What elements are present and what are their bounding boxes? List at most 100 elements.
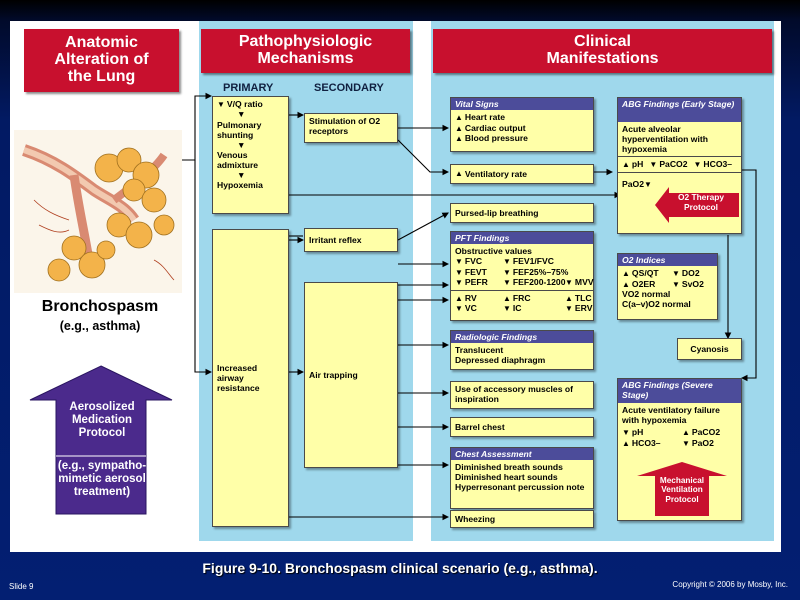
o2-svo2: SvO2 (681, 278, 704, 289)
pft-cell: ▼FEF200-1200 (503, 277, 566, 288)
pft-cell: ▼ERV (565, 303, 593, 314)
pft-cell: ▲FRC (503, 292, 531, 303)
cyanosis-text: Cyanosis (690, 343, 729, 354)
pft-cell: ▼FEVT (455, 266, 487, 277)
o2-indices-title: O2 Indices (618, 254, 717, 267)
hypox-text: Hypoxemia (217, 180, 263, 191)
vital-item: ▲Heart rate (455, 112, 506, 123)
abg-early-vals: ▲pH ▼PaCO2 ▼HCO3– (622, 159, 733, 170)
vq-item: ▼V/Q ratio (217, 99, 263, 109)
pft-cell: ▼VC (455, 303, 477, 314)
pft-fev1fvc: FEV1/FVC (512, 256, 554, 267)
pft-grid: ▼FVC ▼FEV1/FVC ▼FEVT ▼FEF25%–75% ▼PEFR ▼… (455, 256, 594, 288)
down-arrow-icon: ▼ (237, 170, 246, 181)
radio-box: Radiologic Findings Translucent Depresse… (450, 330, 594, 370)
cyanosis-box: Cyanosis (677, 338, 742, 360)
wheezing-text: Wheezing (455, 513, 496, 524)
stim-box: Stimulation of O2 receptors (304, 113, 398, 143)
shunt-text: Pulmonary shunting (217, 119, 262, 140)
aerosol-title: Aerosolized Medication Protocol (69, 401, 135, 440)
abg-sev-pao2: PaO2 (691, 437, 714, 448)
o2-cav: C(a–v)O2 normal (622, 299, 691, 310)
airtrap-text: Air trapping (309, 369, 358, 380)
abg-pao2: PaO2 (622, 178, 644, 189)
abg-severe-title: ABG Findings (Severe Stage) (618, 379, 741, 403)
pft-cell: ▼MVV (565, 277, 594, 288)
lung-illustration (14, 130, 182, 293)
pft-cell: ▼IC (503, 303, 522, 314)
condition-example: (e.g., asthma) (59, 319, 141, 333)
header-anatomic: Anatomic Alteration of the Lung (24, 29, 179, 92)
stim-text: Stimulation of O2 receptors (309, 116, 381, 137)
abg-hco3: HCO3– (703, 159, 733, 170)
pft-fevt: FEVT (464, 266, 487, 277)
o2-therapy-arrow (655, 187, 739, 223)
header-clinical: Clinical Manifestations (433, 29, 772, 73)
accessory-text: Use of accessory muscles of inspiration (455, 384, 573, 405)
mech-vent-text: Mechanical Ventilation Protocol (659, 476, 705, 504)
slide-label: Slide 9 (9, 582, 34, 591)
pft-rv: RV (464, 292, 477, 303)
o2-qsqt: QS/QT (631, 268, 659, 279)
vital-bp: Blood pressure (464, 133, 528, 144)
radio-title: Radiologic Findings (451, 331, 593, 344)
abg-sev-hco3: HCO3– (631, 437, 661, 448)
irritant-text: Irritant reflex (309, 234, 362, 245)
pft-fef2001200: FEF200-1200 (512, 277, 566, 288)
pft-divider (451, 289, 593, 291)
header-clinical-text: Clinical Manifestations (546, 33, 659, 67)
barrel-box: Barrel chest (450, 417, 594, 437)
abg-ph: pH (631, 159, 644, 170)
header-patho: Pathophysiologic Mechanisms (201, 29, 410, 73)
vq-text: V/Q ratio (226, 99, 263, 109)
barrel-text: Barrel chest (455, 421, 505, 432)
aerosol-example: (e.g., sympatho-mimetic aerosol treatmen… (57, 460, 147, 499)
o2-indices-box: O2 Indices ▲QS/QT ▼DO2 ▲O2ER ▼SvO2 VO2 n… (617, 253, 718, 320)
vital-title: Vital Signs (451, 98, 593, 111)
accessory-box: Use of accessory muscles of inspiration (450, 381, 594, 409)
pursed-box: Pursed-lip breathing (450, 203, 594, 223)
o2-vo2: VO2 normal (622, 289, 671, 300)
irritant-box: Irritant reflex (304, 228, 398, 252)
o2-o2er: O2ER (631, 278, 656, 289)
vital-heart: Heart rate (464, 112, 506, 123)
vital-item: ▲Blood pressure (455, 133, 528, 144)
radio-item-1: Translucent (455, 345, 504, 356)
pft-fef2575: FEF25%–75% (512, 266, 569, 277)
chest-item-3: Hyperresonant percussion note (455, 482, 585, 493)
pft-pefr: PEFR (464, 277, 488, 288)
o2-therapy-text: O2 Therapy Protocol (677, 192, 725, 212)
abg-divider (618, 156, 741, 158)
chest-box: Chest Assessment Diminished breath sound… (450, 447, 594, 509)
abg-sev-ph: pH (631, 427, 644, 438)
radio-item-2: Depressed diaphragm (455, 355, 546, 366)
o2-indices-grid: ▲QS/QT ▼DO2 ▲O2ER ▼SvO2 (622, 268, 704, 289)
airway-text: Increased airway resistance (217, 362, 260, 394)
abg-early-desc: Acute alveolar hyperventilation with hyp… (622, 124, 708, 155)
header-patho-text: Pathophysiologic Mechanisms (238, 33, 373, 67)
chest-title: Chest Assessment (451, 448, 593, 461)
copyright: Copyright © 2006 by Mosby, Inc. (672, 580, 788, 589)
pft-cell: ▲TLC (565, 292, 592, 303)
abg-severe-grid: ▼pH ▲PaCO2 ▲HCO3– ▼PaO2 (622, 427, 721, 448)
chest-item-2: Diminished heart sounds (455, 472, 558, 483)
aerosol-arrow (29, 365, 173, 515)
primary-label: PRIMARY (223, 82, 274, 94)
pft-grid-2: ▲RV ▲FRC ▲TLC ▼VC ▼IC ▼ERV (455, 292, 592, 314)
abg-early-pao2-row: PaO2▼ (622, 178, 652, 189)
pursed-text: Pursed-lip breathing (455, 207, 539, 218)
down-arrow-icon: ▼ (237, 139, 246, 150)
pft-sub: Obstructive values (455, 246, 532, 257)
vent-text: Ventilatory rate (464, 168, 528, 179)
pft-vc: VC (464, 303, 477, 314)
o2-do2: DO2 (681, 268, 700, 279)
pft-cell: ▼PEFR (455, 277, 488, 288)
pft-cell: ▼FVC (455, 256, 483, 267)
wheezing-box: Wheezing (450, 510, 594, 528)
pft-tlc: TLC (574, 292, 592, 303)
pft-cell: ▲RV (455, 292, 477, 303)
pft-title: PFT Findings (451, 232, 593, 245)
primary-box: ▼V/Q ratio ▼ Pulmonary shunting ▼ Venous… (212, 96, 289, 214)
pft-cell: ▼FEV1/FVC (503, 256, 554, 267)
vital-cardiac: Cardiac output (464, 122, 526, 133)
